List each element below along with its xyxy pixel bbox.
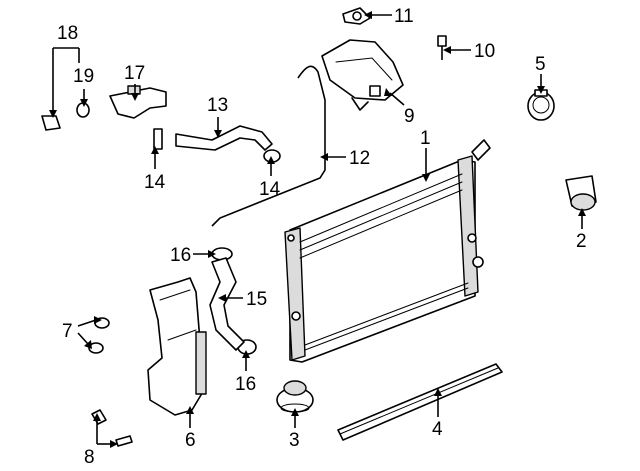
lower-hose-part [209,257,245,351]
callout-labels: 1 2 3 4 5 6 7 8 9 10 11 12 13 14 14 15 1… [57,6,587,468]
upper-hose-part [175,125,273,151]
callout-2: 2 [576,231,587,252]
callout-5: 5 [535,54,546,75]
air-deflector-part [147,277,207,416]
radiator-part [284,139,491,363]
callout-15: 15 [246,289,267,310]
callout-14-left: 14 [144,172,166,193]
coolant-outlet-part [109,85,167,119]
radiator-cap-part [527,89,555,121]
callout-13: 13 [207,95,228,116]
stud-bolt-part [437,35,447,60]
callout-16-upper: 16 [170,245,191,266]
callout-18: 18 [57,23,78,44]
callout-3: 3 [289,430,300,451]
callout-8: 8 [84,447,95,468]
callout-9: 9 [404,106,415,127]
reservoir-cap-part [342,7,371,25]
callout-10: 10 [474,41,495,62]
arrowheads [49,11,586,448]
callout-4: 4 [432,419,443,440]
callout-19: 19 [73,66,94,87]
mount-bracket-part [565,175,597,211]
callout-7: 7 [62,321,73,342]
callout-14-right: 14 [259,179,281,200]
callout-1: 1 [420,128,431,149]
seal-strip-part [337,363,503,441]
screw-lower-part [115,435,133,447]
clamp-14-left-part [153,128,163,150]
push-pin-lower-part [88,342,104,354]
coolant-reservoir-part [321,39,404,111]
callout-16-lower: 16 [235,374,256,395]
callout-11: 11 [394,6,414,27]
callout-17: 17 [124,63,145,84]
overflow-tube-part [211,65,326,227]
callout-12: 12 [349,148,370,169]
lower-insulator-part [276,380,314,413]
callout-6: 6 [185,430,196,451]
gasket-19-part [76,102,90,118]
leader-lines [52,14,583,445]
bolt-18-part [41,115,61,131]
